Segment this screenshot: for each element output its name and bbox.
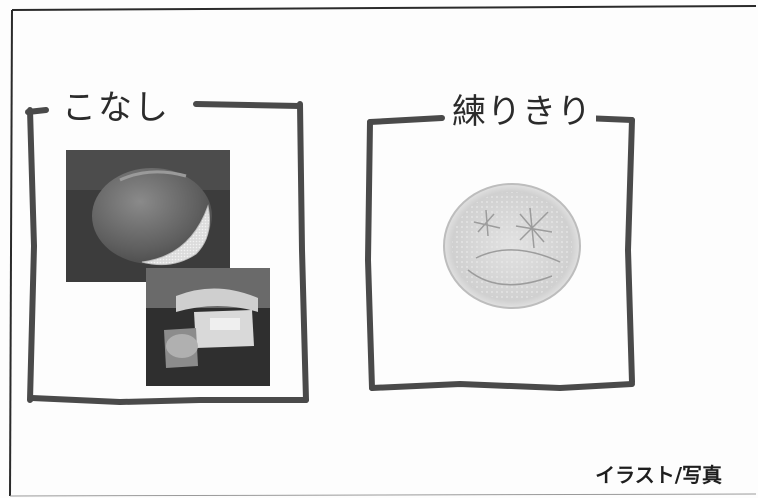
photo-chestnut bbox=[66, 150, 230, 282]
konashi-title: こなし bbox=[58, 88, 174, 128]
nerikiri-title: 練りきり bbox=[448, 92, 596, 132]
sketch-nerikiri bbox=[443, 183, 581, 309]
clipping-border bbox=[9, 5, 757, 497]
photo-cut-sweet bbox=[146, 268, 270, 386]
illustration-photo-credit: イラスト/写真 bbox=[595, 463, 722, 487]
left-frame bbox=[25, 101, 309, 405]
